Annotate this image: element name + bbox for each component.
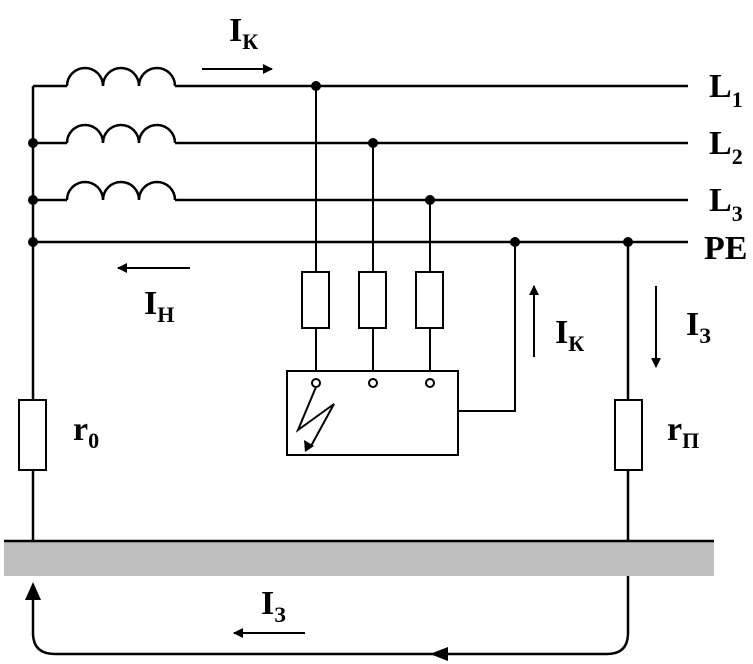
- junction-dot: [28, 237, 38, 247]
- label-ik-mid: IК: [555, 314, 584, 356]
- enclosure-pe-connection: [458, 242, 516, 412]
- fault-lightning-icon: [295, 386, 335, 452]
- terminal-L3: [425, 378, 435, 388]
- winding-L3: [33, 180, 177, 202]
- junction-dot: [368, 138, 378, 148]
- fuse-L3: [415, 271, 444, 329]
- label-iz-right: IЗ: [686, 306, 711, 348]
- label-ik-top: IК: [229, 12, 258, 54]
- label-L1: L1: [709, 68, 743, 112]
- junction-dot: [28, 138, 38, 148]
- ground-return-path: [31, 576, 630, 656]
- junction-dot: [623, 237, 633, 247]
- junction-dot: [425, 195, 435, 205]
- winding-L2: [33, 123, 177, 145]
- label-rp: rП: [667, 411, 699, 453]
- junction-dot: [510, 237, 520, 247]
- terminal-L1: [311, 378, 321, 388]
- fuse-L1: [301, 271, 330, 329]
- label-iz-bottom: IЗ: [261, 585, 286, 627]
- ground-strip: [4, 540, 714, 576]
- resistor-r0: [18, 399, 47, 471]
- label-L2: L2: [709, 125, 743, 169]
- label-in: IН: [144, 285, 174, 327]
- label-L3: L3: [709, 182, 743, 226]
- winding-L1: [33, 66, 177, 88]
- label-r0: r0: [73, 411, 99, 453]
- junction-dot: [28, 195, 38, 205]
- junction-dot: [311, 81, 321, 91]
- ground-return-arrowhead-left: [430, 647, 448, 661]
- resistor-rp: [614, 399, 643, 471]
- ground-return-arrowhead-up: [25, 582, 41, 600]
- fuse-L2: [358, 271, 387, 329]
- label-PE: PE: [704, 230, 747, 267]
- terminal-L2: [368, 378, 378, 388]
